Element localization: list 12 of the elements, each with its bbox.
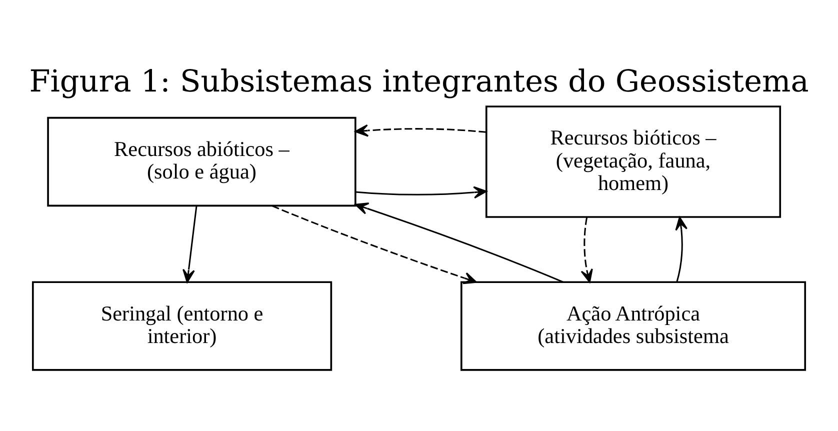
arrow — [355, 186, 488, 199]
node-box: Recursos abióticos – (solo e água) — [47, 116, 356, 207]
arrow — [182, 206, 198, 283]
arrow — [272, 205, 477, 284]
arrow — [580, 217, 593, 283]
node-box: Seringal (entorno e interior) — [32, 281, 332, 371]
arrow — [354, 124, 486, 137]
node-box: Ação Antrópica (atividades subsistema — [460, 281, 806, 371]
node-box: Recursos bióticos – (vegetação, fauna, homem) — [485, 106, 782, 218]
diagram-title: Figura 1: Subsistemas integrantes do Geossistema — [29, 64, 809, 100]
arrow — [675, 216, 688, 282]
arrow — [354, 202, 564, 283]
